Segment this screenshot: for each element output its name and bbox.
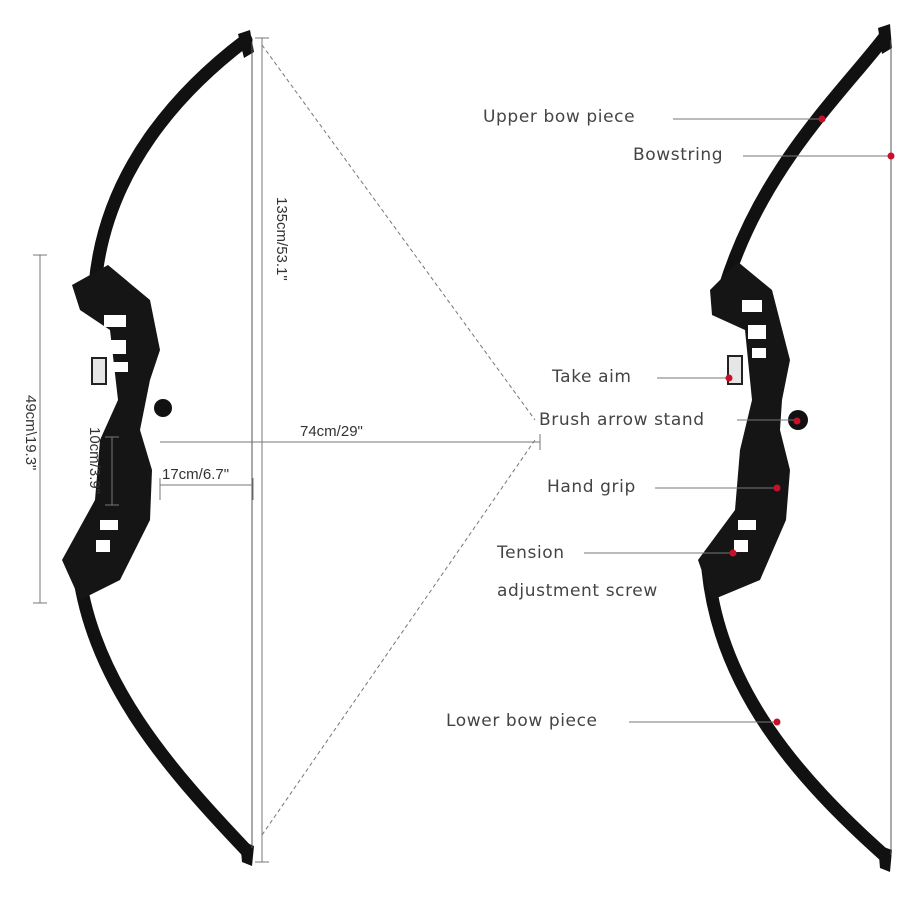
hand-grip-label: Hand grip [547, 477, 636, 497]
marker-tension-screw [729, 549, 737, 557]
upper-bow-piece-label: Upper bow piece [483, 107, 636, 127]
marker-lower-bow-piece [773, 718, 781, 726]
marker-upper-bow-piece [818, 115, 826, 123]
right-upper-limb [717, 31, 891, 297]
grip-length-label: 10cm/3.9" [86, 427, 103, 495]
leader-lines [584, 118, 891, 723]
total-length-label: 135cm/53.1" [273, 197, 290, 281]
marker-take-aim [725, 374, 733, 382]
dimension-lines [33, 37, 541, 863]
right-lower-limb [701, 563, 891, 862]
adjustment-screw-label: adjustment screw [497, 581, 658, 601]
bowstring-label: Bowstring [633, 145, 724, 165]
left-bow [62, 30, 254, 866]
marker-arrow-stand [793, 417, 801, 425]
riser-length-label: 49cm\19.3" [22, 395, 39, 471]
take-aim-label: Take aim [552, 367, 632, 387]
left-arrow-rest [154, 399, 172, 417]
tension-label: Tension [497, 543, 565, 563]
left-upper-limb [88, 33, 253, 292]
left-sight [91, 357, 107, 385]
marker-bowstring [887, 152, 895, 160]
left-lower-limb [71, 558, 253, 857]
part-markers [725, 115, 895, 726]
marker-hand-grip [773, 484, 781, 492]
brush-arrow-stand-label: Brush arrow stand [539, 410, 705, 430]
left-riser [62, 265, 160, 600]
right-riser [698, 262, 790, 600]
draw-length-label: 74cm/29" [300, 423, 363, 440]
lower-bow-piece-label: Lower bow piece [446, 711, 598, 731]
right-bow [698, 24, 892, 872]
brace-height-label: 17cm/6.7" [162, 466, 230, 483]
